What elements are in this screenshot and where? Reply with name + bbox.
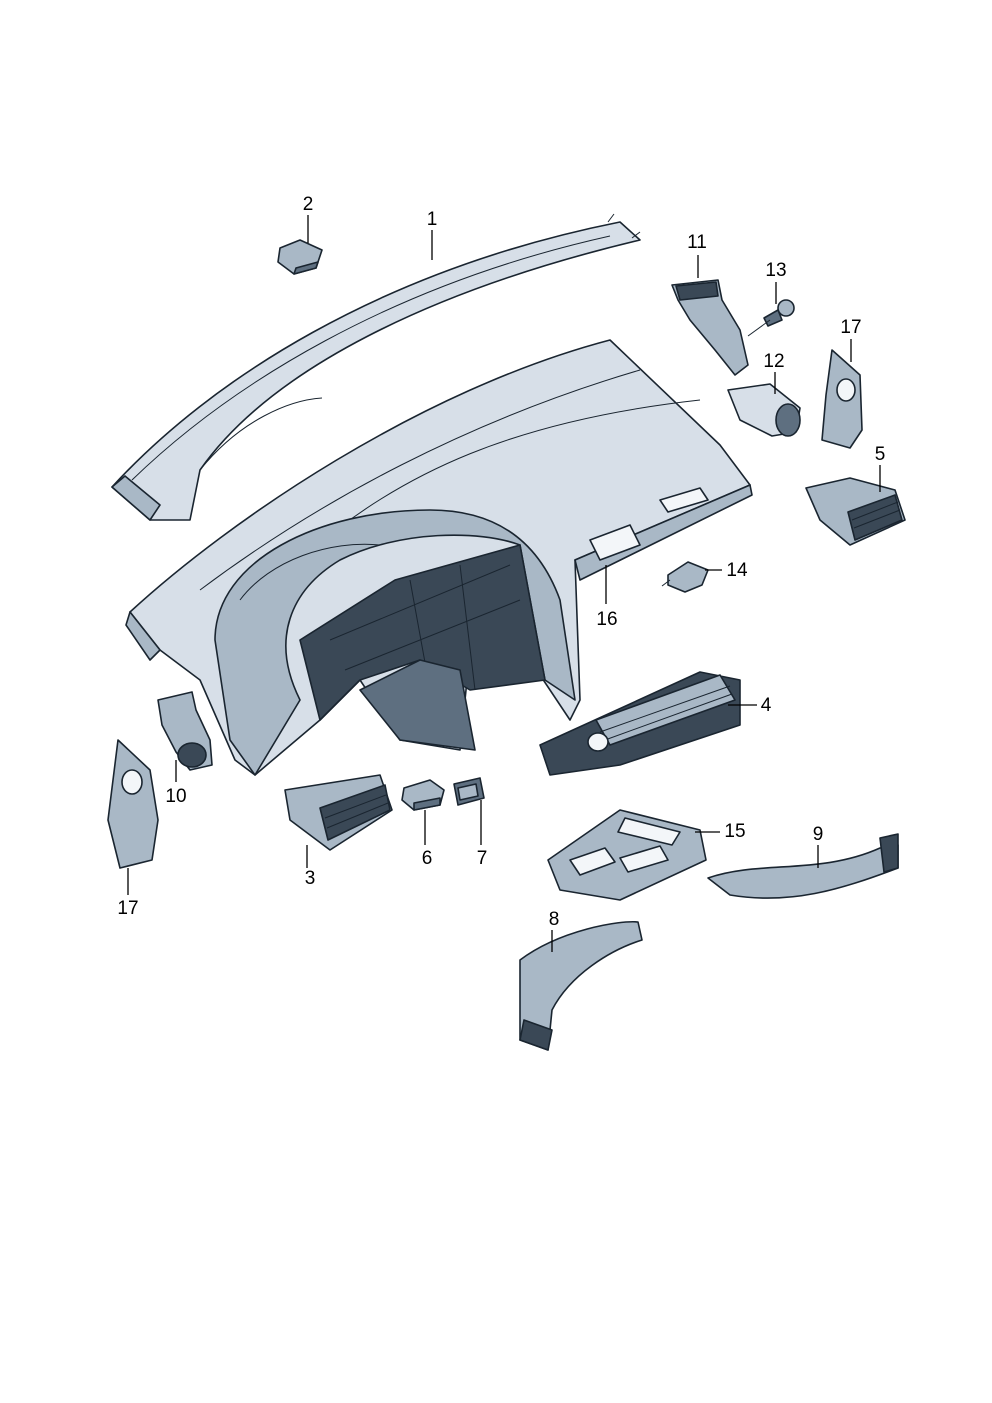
callout-4: 4: [761, 695, 772, 716]
part-15-vent-frame[interactable]: [547, 809, 707, 901]
part-11-duct[interactable]: [671, 279, 749, 376]
callout-7: 7: [477, 848, 488, 869]
callout-8: 8: [549, 909, 560, 930]
callout-11: 11: [687, 232, 707, 253]
callout-17-right: 17: [840, 317, 861, 338]
part-3-left-vent[interactable]: [284, 774, 393, 851]
part-4-center-vent[interactable]: [539, 671, 741, 776]
part-14-bracket[interactable]: [661, 561, 709, 593]
part-7-button[interactable]: [453, 777, 485, 806]
part-13-screw[interactable]: [747, 299, 795, 337]
part-9-right-duct[interactable]: [707, 833, 899, 899]
callout-6: 6: [422, 848, 433, 869]
part-16-dashboard[interactable]: [125, 339, 753, 776]
callout-16: 16: [596, 609, 617, 630]
callout-1: 1: [427, 209, 438, 230]
callout-10: 10: [165, 786, 186, 807]
callout-5: 5: [875, 444, 886, 465]
part-8-left-duct[interactable]: [519, 920, 643, 1051]
callout-9: 9: [813, 824, 824, 845]
callout-12: 12: [763, 351, 784, 372]
part-17-left-end-panel[interactable]: [107, 739, 159, 869]
callout-3: 3: [305, 868, 316, 889]
part-5-right-vent[interactable]: [805, 477, 906, 546]
part-10-left-duct[interactable]: [157, 691, 213, 771]
callout-17-left: 17: [117, 898, 138, 919]
callout-15: 15: [724, 821, 745, 842]
part-1-top-trim[interactable]: [111, 213, 641, 521]
callout-14: 14: [726, 560, 748, 581]
part-17-right-end-panel[interactable]: [821, 349, 863, 449]
callout-13: 13: [765, 260, 786, 281]
part-6-switch[interactable]: [401, 779, 445, 811]
callout-2: 2: [303, 194, 314, 215]
leader-lines: [127, 215, 881, 952]
part-2-clip[interactable]: [277, 239, 323, 275]
callout-labels: 1 2 3 4 5 6 7 8 9 10 11 12 13 14 15 16 1…: [117, 194, 885, 930]
part-12-side-cover[interactable]: [727, 383, 801, 437]
